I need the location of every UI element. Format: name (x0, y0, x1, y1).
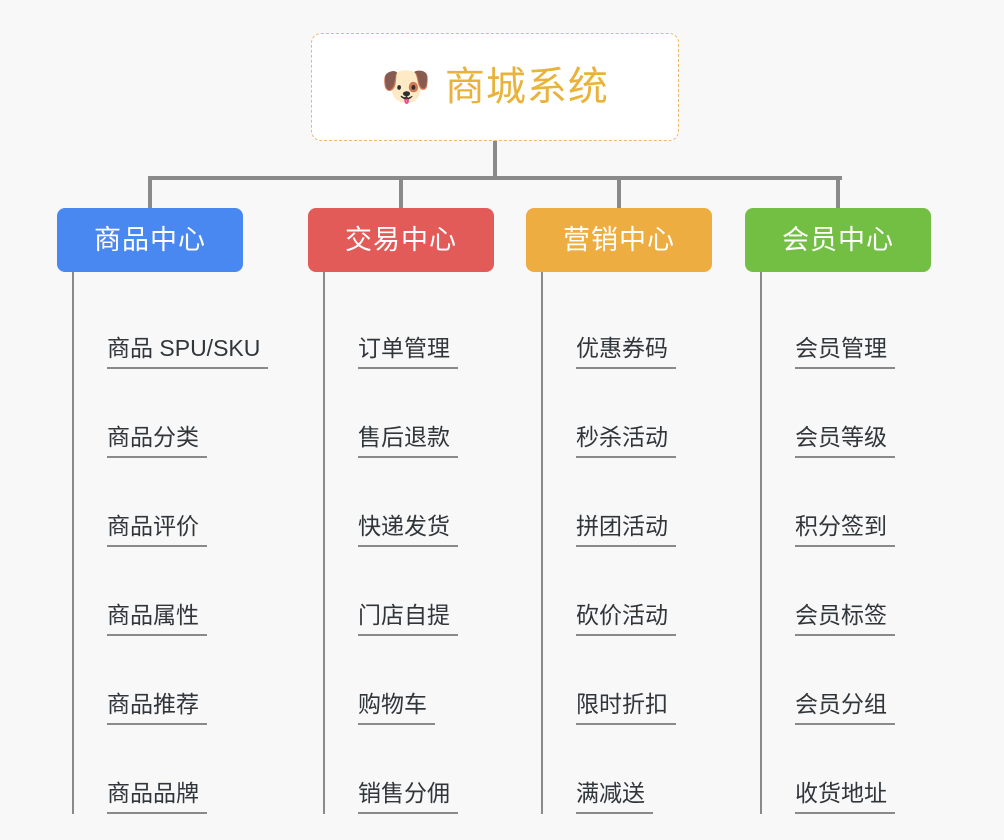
leaf-item[interactable]: 会员等级 (762, 369, 931, 458)
leaf-underline: 限时折扣 (576, 691, 676, 725)
leaf-underline: 商品评价 (107, 513, 207, 547)
category-label: 营销中心 (563, 224, 675, 255)
leaf-label: 销售分佣 (358, 779, 450, 806)
leaf-label: 会员管理 (795, 334, 887, 361)
leaf-spine: 商品 SPU/SKU 商品分类商品评价商品属性商品推荐商品品牌 (72, 272, 269, 814)
leaf-underline: 拼团活动 (576, 513, 676, 547)
leaf-item[interactable]: 会员管理 (762, 280, 931, 369)
leaf-item[interactable]: 售后退款 (325, 369, 494, 458)
leaf-item[interactable]: 秒杀活动 (543, 369, 712, 458)
connector-drop-3 (836, 176, 840, 208)
leaf-spine: 优惠券码秒杀活动拼团活动砍价活动限时折扣满减送 (541, 272, 712, 814)
leaf-label: 商品分类 (107, 423, 199, 450)
leaf-item[interactable]: 砍价活动 (543, 547, 712, 636)
leaf-underline: 会员管理 (795, 335, 895, 369)
leaf-underline: 优惠券码 (576, 335, 676, 369)
category-box[interactable]: 会员中心 (745, 208, 931, 272)
connector-drop-0 (148, 176, 152, 208)
leaf-underline: 会员标签 (795, 602, 895, 636)
leaf-label: 积分签到 (795, 512, 887, 539)
leaf-item[interactable]: 商品推荐 (74, 636, 243, 725)
leaf-underline: 商品分类 (107, 424, 207, 458)
leaf-underline: 售后退款 (358, 424, 458, 458)
connector-horizontal-bus (148, 176, 842, 180)
leaf-label: 快递发货 (358, 512, 450, 539)
leaf-label: 商品属性 (107, 601, 199, 628)
root-title: 商城系统 (444, 65, 609, 109)
leaf-underline: 收货地址 (795, 780, 895, 814)
leaf-label: 收货地址 (795, 779, 887, 806)
leaf-label: 优惠券码 (576, 334, 668, 361)
category-box[interactable]: 交易中心 (308, 208, 494, 272)
connector-drop-1 (399, 176, 403, 208)
leaf-underline: 购物车 (358, 691, 435, 725)
leaf-label: 购物车 (358, 690, 427, 717)
leaf-underline: 会员分组 (795, 691, 895, 725)
category-label: 会员中心 (782, 224, 894, 255)
leaf-item[interactable]: 销售分佣 (325, 725, 494, 814)
leaf-underline: 积分签到 (795, 513, 895, 547)
connector-drop-2 (617, 176, 621, 208)
leaf-label: 限时折扣 (576, 690, 668, 717)
leaf-underline: 销售分佣 (358, 780, 458, 814)
leaf-underline: 商品品牌 (107, 780, 207, 814)
leaf-label: 商品评价 (107, 512, 199, 539)
leaf-underline: 门店自提 (358, 602, 458, 636)
branch-column: 商品中心商品 SPU/SKU 商品分类商品评价商品属性商品推荐商品品牌 (57, 208, 269, 814)
leaf-label: 商品 SPU/SKU (107, 334, 261, 361)
leaf-spine: 订单管理售后退款快递发货门店自提购物车销售分佣 (323, 272, 494, 814)
root-node[interactable]: 🐶 商城系统 (311, 33, 679, 141)
leaf-label: 砍价活动 (576, 601, 668, 628)
leaf-underline: 商品推荐 (107, 691, 207, 725)
leaf-underline: 砍价活动 (576, 602, 676, 636)
leaf-item[interactable]: 收货地址 (762, 725, 931, 814)
leaf-underline: 商品属性 (107, 602, 207, 636)
leaf-label: 商品推荐 (107, 690, 199, 717)
leaf-label: 商品品牌 (107, 779, 199, 806)
leaf-item[interactable]: 优惠券码 (543, 280, 712, 369)
leaf-item[interactable]: 拼团活动 (543, 458, 712, 547)
leaf-underline: 订单管理 (358, 335, 458, 369)
leaf-item[interactable]: 商品分类 (74, 369, 243, 458)
leaf-item[interactable]: 订单管理 (325, 280, 494, 369)
leaf-item[interactable]: 会员标签 (762, 547, 931, 636)
leaf-item[interactable]: 会员分组 (762, 636, 931, 725)
leaf-underline: 商品 SPU/SKU (107, 334, 269, 369)
dog-face-icon: 🐶 (381, 65, 431, 109)
leaf-label: 会员标签 (795, 601, 887, 628)
leaf-label: 售后退款 (358, 423, 450, 450)
leaf-item[interactable]: 商品品牌 (74, 725, 243, 814)
leaf-item[interactable]: 满减送 (543, 725, 712, 814)
leaf-item[interactable]: 快递发货 (325, 458, 494, 547)
leaf-label: 订单管理 (358, 334, 450, 361)
leaf-item[interactable]: 门店自提 (325, 547, 494, 636)
leaf-item[interactable]: 商品属性 (74, 547, 243, 636)
leaf-item[interactable]: 商品 SPU/SKU (74, 280, 269, 369)
leaf-label: 会员等级 (795, 423, 887, 450)
leaf-label: 秒杀活动 (576, 423, 668, 450)
leaf-spine: 会员管理会员等级积分签到会员标签会员分组收货地址 (760, 272, 931, 814)
category-box[interactable]: 商品中心 (57, 208, 243, 272)
leaf-underline: 秒杀活动 (576, 424, 676, 458)
leaf-item[interactable]: 限时折扣 (543, 636, 712, 725)
category-label: 商品中心 (94, 224, 206, 255)
leaf-item[interactable]: 积分签到 (762, 458, 931, 547)
branch-column: 营销中心优惠券码秒杀活动拼团活动砍价活动限时折扣满减送 (526, 208, 712, 814)
branch-column: 交易中心订单管理售后退款快递发货门店自提购物车销售分佣 (308, 208, 494, 814)
category-box[interactable]: 营销中心 (526, 208, 712, 272)
leaf-underline: 会员等级 (795, 424, 895, 458)
leaf-label: 满减送 (576, 779, 645, 806)
leaf-item[interactable]: 购物车 (325, 636, 494, 725)
category-label: 交易中心 (345, 224, 457, 255)
connector-root-stem (493, 141, 497, 179)
leaf-item[interactable]: 商品评价 (74, 458, 243, 547)
leaf-label: 门店自提 (358, 601, 450, 628)
leaf-label: 拼团活动 (576, 512, 668, 539)
leaf-underline: 快递发货 (358, 513, 458, 547)
leaf-label: 会员分组 (795, 690, 887, 717)
leaf-underline: 满减送 (576, 780, 653, 814)
branch-column: 会员中心会员管理会员等级积分签到会员标签会员分组收货地址 (745, 208, 931, 814)
